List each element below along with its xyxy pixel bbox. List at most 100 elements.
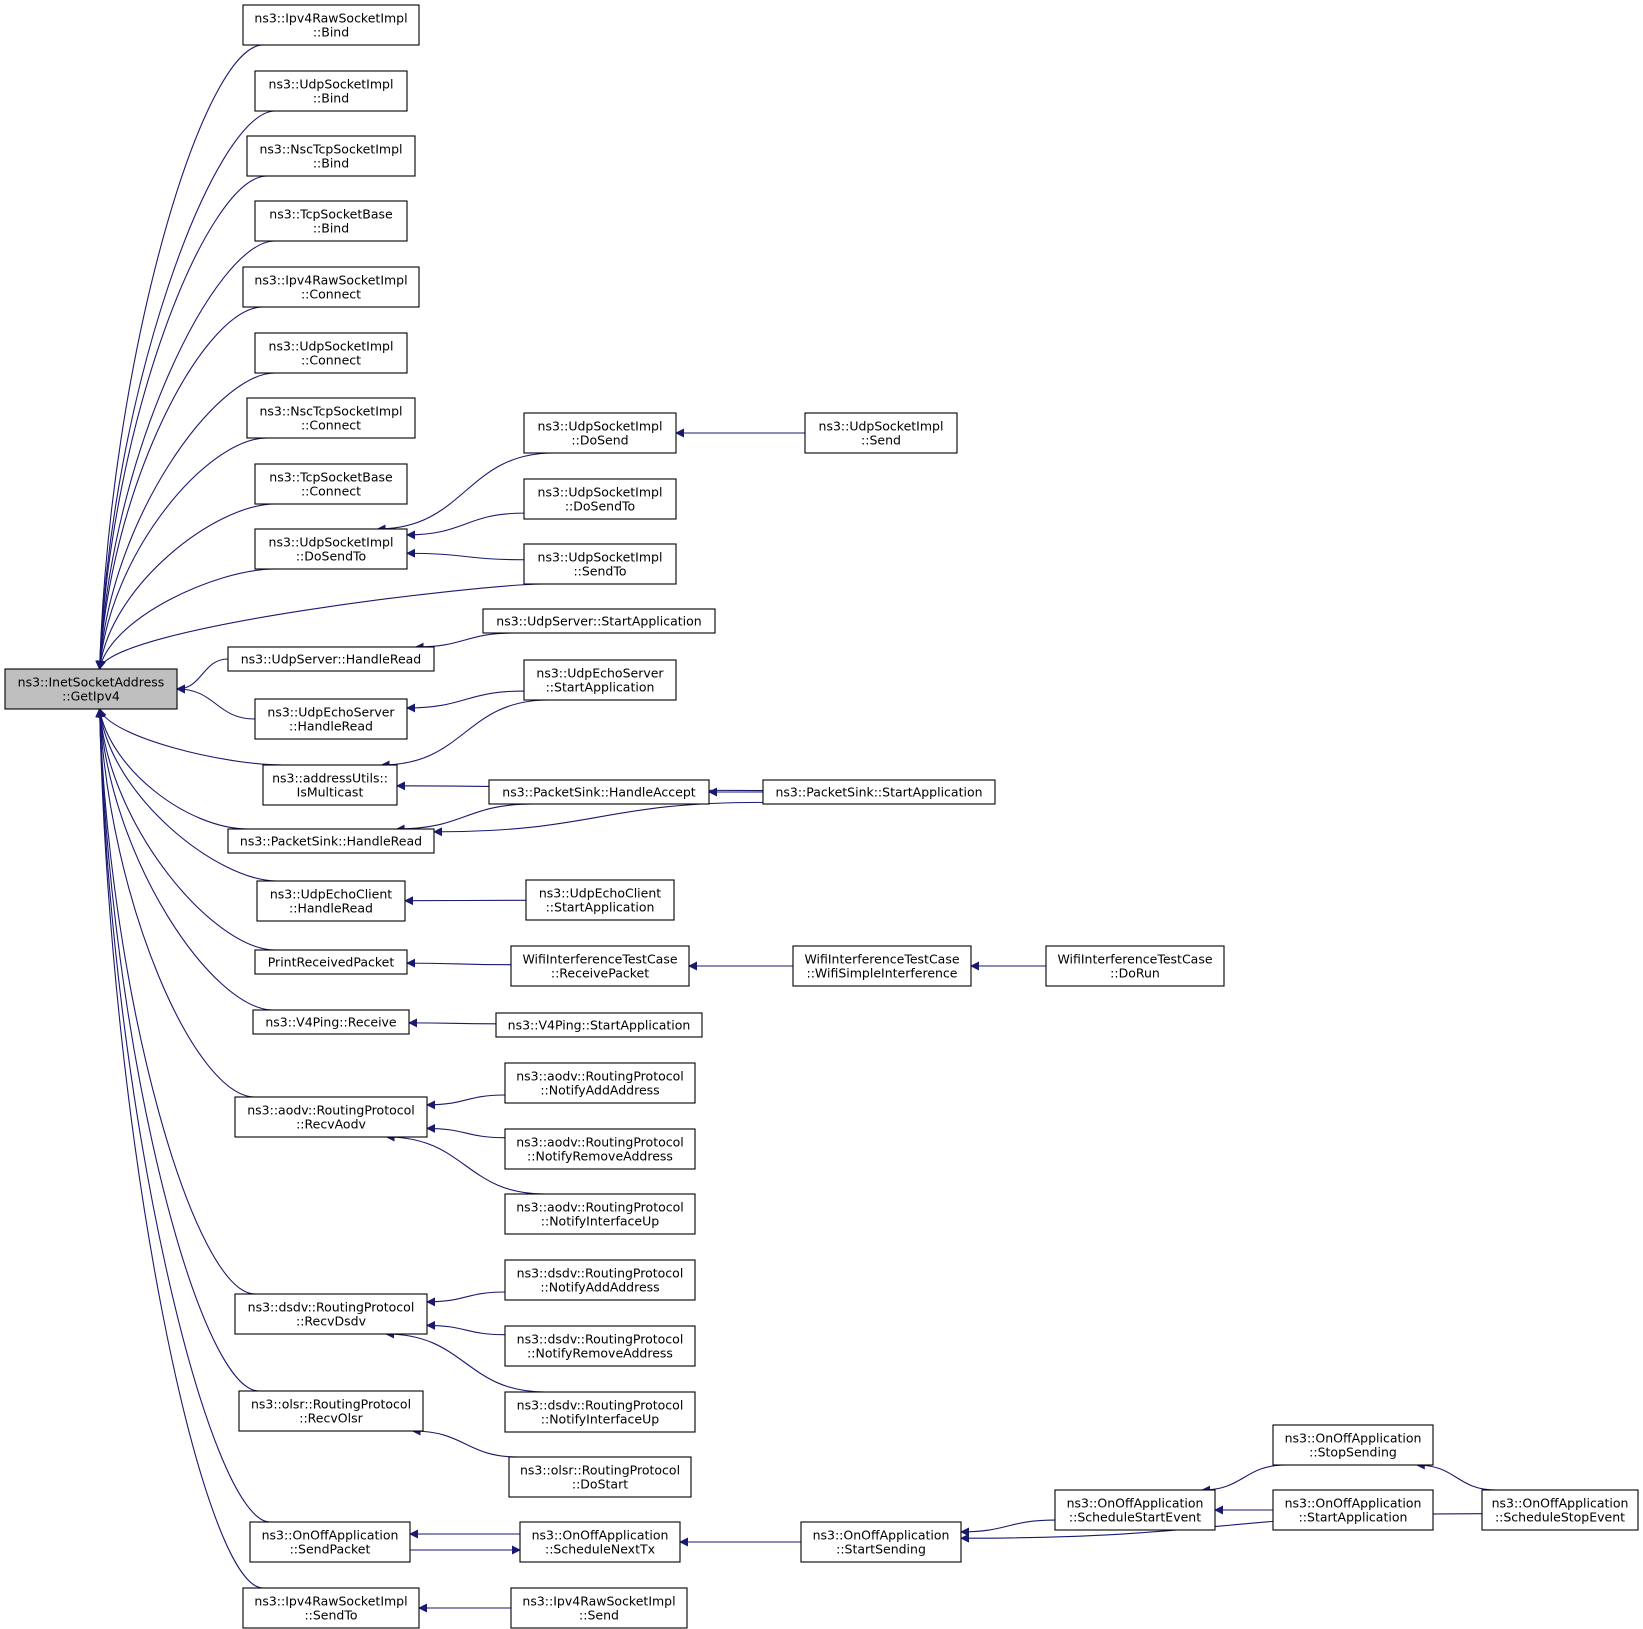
node-label: ::NotifyRemoveAddress: [527, 1149, 673, 1164]
edge-n18-m13: [426, 1291, 506, 1307]
function-node[interactable]: ns3::UdpEchoServer::HandleRead: [254, 698, 408, 740]
node-label: ::GetIpv4: [62, 689, 120, 704]
function-node[interactable]: ns3::UdpSocketImpl::DoSendTo: [254, 528, 408, 570]
node-label: ns3::dsdv::RoutingProtocol: [517, 1332, 684, 1347]
node-box: [504, 1259, 696, 1301]
node-label: ns3::dsdv::RoutingProtocol: [248, 1300, 415, 1315]
function-node[interactable]: ns3::UdpEchoClient::HandleRead: [256, 880, 406, 922]
node-label: ::SendTo: [573, 564, 626, 579]
function-node[interactable]: ns3::olsr::RoutingProtocol::RecvOlsr: [238, 1390, 424, 1432]
node-box: [523, 478, 677, 520]
function-node[interactable]: ns3::Ipv4RawSocketImpl::Bind: [242, 4, 420, 46]
function-node[interactable]: ns3::OnOffApplication::SendPacket: [249, 1521, 411, 1563]
function-node[interactable]: ns3::TcpSocketBase::Connect: [254, 463, 408, 505]
node-label: ns3::TcpSocketBase: [269, 207, 393, 222]
function-node[interactable]: ns3::OnOffApplication::StopSending: [1272, 1424, 1434, 1466]
function-node[interactable]: ns3::aodv::RoutingProtocol::NotifyRemove…: [504, 1128, 696, 1170]
function-node[interactable]: PrintReceivedPacket: [254, 949, 408, 975]
function-node[interactable]: ns3::V4Ping::Receive: [252, 1009, 410, 1035]
function-node[interactable]: ns3::OnOffApplication::ScheduleStartEven…: [1054, 1489, 1216, 1531]
function-node[interactable]: ns3::OnOffApplication::ScheduleStopEvent: [1481, 1489, 1639, 1531]
edge-i1-h1: [1415, 1460, 1497, 1491]
function-node[interactable]: ns3::UdpSocketImpl::Bind: [254, 70, 408, 112]
function-node[interactable]: ns3::UdpSocketImpl::DoSendTo: [523, 478, 677, 520]
function-node[interactable]: ns3::NscTcpSocketImpl::Connect: [246, 397, 416, 439]
function-node[interactable]: ns3::PacketSink::StartApplication: [762, 779, 996, 805]
function-node[interactable]: WifiInterferenceTestCase::ReceivePacket: [510, 945, 690, 987]
function-node[interactable]: ns3::dsdv::RoutingProtocol::NotifyRemove…: [504, 1325, 696, 1367]
edge-root-n3: [95, 175, 268, 670]
node-box: [523, 543, 677, 585]
function-node[interactable]: ns3::UdpSocketImpl::Send: [804, 412, 958, 454]
function-node[interactable]: ns3::PacketSink::HandleRead: [227, 828, 435, 854]
function-node[interactable]: WifiInterferenceTestCase::WifiSimpleInte…: [792, 945, 972, 987]
function-node[interactable]: ns3::addressUtils::IsMulticast: [262, 764, 398, 806]
function-node[interactable]: ns3::UdpSocketImpl::SendTo: [523, 543, 677, 585]
function-node[interactable]: ns3::V4Ping::StartApplication: [495, 1012, 703, 1038]
edge-n13-m6: [395, 803, 534, 834]
function-node[interactable]: ns3::aodv::RoutingProtocol::RecvAodv: [234, 1096, 428, 1138]
node-label: WifiInterferenceTestCase: [1057, 952, 1212, 967]
node-label: ::RecvDsdv: [296, 1314, 367, 1329]
node-label: ns3::OnOffApplication: [1285, 1431, 1422, 1446]
edge-n18-m14: [426, 1320, 506, 1336]
node-label: WifiInterferenceTestCase: [804, 952, 959, 967]
node-box: [246, 397, 416, 439]
node-box: [800, 1521, 962, 1563]
node-label: ::Bind: [313, 156, 349, 171]
edge-root-n10: [176, 658, 229, 694]
function-node[interactable]: ns3::Ipv4RawSocketImpl::Send: [510, 1587, 688, 1629]
edge-n9-m1: [376, 452, 554, 534]
node-box: [254, 949, 408, 975]
node-label: ns3::addressUtils::: [272, 771, 388, 786]
function-node[interactable]: ns3::OnOffApplication::ScheduleNextTx: [519, 1521, 681, 1563]
edge-n17-m10: [426, 1094, 506, 1110]
function-node[interactable]: ns3::UdpServer::HandleRead: [227, 646, 435, 672]
node-box: [242, 4, 420, 46]
node-label: ns3::UdpSocketImpl: [269, 535, 394, 550]
node-label: ::DoRun: [1110, 966, 1160, 981]
node-box: [254, 332, 408, 374]
edge-root-n17: [95, 708, 256, 1098]
edge-root-n19: [95, 708, 260, 1392]
function-node[interactable]: WifiInterferenceTestCase::DoRun: [1045, 945, 1225, 987]
node-label: ns3::V4Ping::StartApplication: [508, 1018, 691, 1033]
node-label: ns3::UdpSocketImpl: [538, 485, 663, 500]
function-node[interactable]: ns3::Ipv4RawSocketImpl::Connect: [242, 266, 420, 308]
function-node[interactable]: ns3::UdpSocketImpl::Connect: [254, 332, 408, 374]
node-label: ::StartApplication: [546, 680, 655, 695]
node-label: ns3::dsdv::RoutingProtocol: [517, 1398, 684, 1413]
node-box: [1272, 1489, 1434, 1531]
function-node[interactable]: ns3::UdpSocketImpl::DoSend: [523, 412, 677, 454]
function-node[interactable]: ns3::UdpServer::StartApplication: [482, 608, 716, 634]
function-node[interactable]: ns3::dsdv::RoutingProtocol::RecvDsdv: [234, 1293, 428, 1335]
edge-n12-m5: [380, 699, 549, 770]
node-box: [510, 945, 690, 987]
function-node[interactable]: ns3::dsdv::RoutingProtocol::NotifyInterf…: [504, 1391, 696, 1433]
function-node[interactable]: ns3::olsr::RoutingProtocol::DoStart: [508, 1456, 692, 1498]
node-label: ns3::OnOffApplication: [1067, 1496, 1204, 1511]
function-node[interactable]: ns3::TcpSocketBase::Bind: [254, 200, 408, 242]
node-label: ns3::UdpEchoServer: [267, 705, 395, 720]
node-box: [495, 1012, 703, 1038]
function-node[interactable]: ns3::aodv::RoutingProtocol::NotifyInterf…: [504, 1193, 696, 1235]
node-box: [254, 200, 408, 242]
function-node[interactable]: ns3::OnOffApplication::StartApplication: [1272, 1489, 1434, 1531]
node-box: [238, 1390, 424, 1432]
function-node[interactable]: ns3::UdpEchoClient::StartApplication: [525, 879, 675, 921]
node-box: [504, 1062, 696, 1104]
node-label: ns3::OnOffApplication: [1285, 1496, 1422, 1511]
edge-root-n1: [95, 44, 264, 670]
node-label: ns3::Ipv4RawSocketImpl: [254, 273, 407, 288]
node-label: ns3::UdpSocketImpl: [819, 419, 944, 434]
function-node[interactable]: ns3::PacketSink::HandleAccept: [488, 779, 710, 805]
function-node[interactable]: ns3::dsdv::RoutingProtocol::NotifyAddAdd…: [504, 1259, 696, 1301]
function-node[interactable]: ns3::UdpEchoServer::StartApplication: [523, 659, 677, 701]
function-node[interactable]: ns3::NscTcpSocketImpl::Bind: [246, 135, 416, 177]
function-node[interactable]: ns3::OnOffApplication::StartSending: [800, 1521, 962, 1563]
function-node[interactable]: ns3::Ipv4RawSocketImpl::SendTo: [242, 1587, 420, 1629]
node-label: ns3::UdpServer::HandleRead: [241, 652, 422, 667]
function-node[interactable]: ns3::aodv::RoutingProtocol::NotifyAddAdd…: [504, 1062, 696, 1104]
node-box: [252, 1009, 410, 1035]
